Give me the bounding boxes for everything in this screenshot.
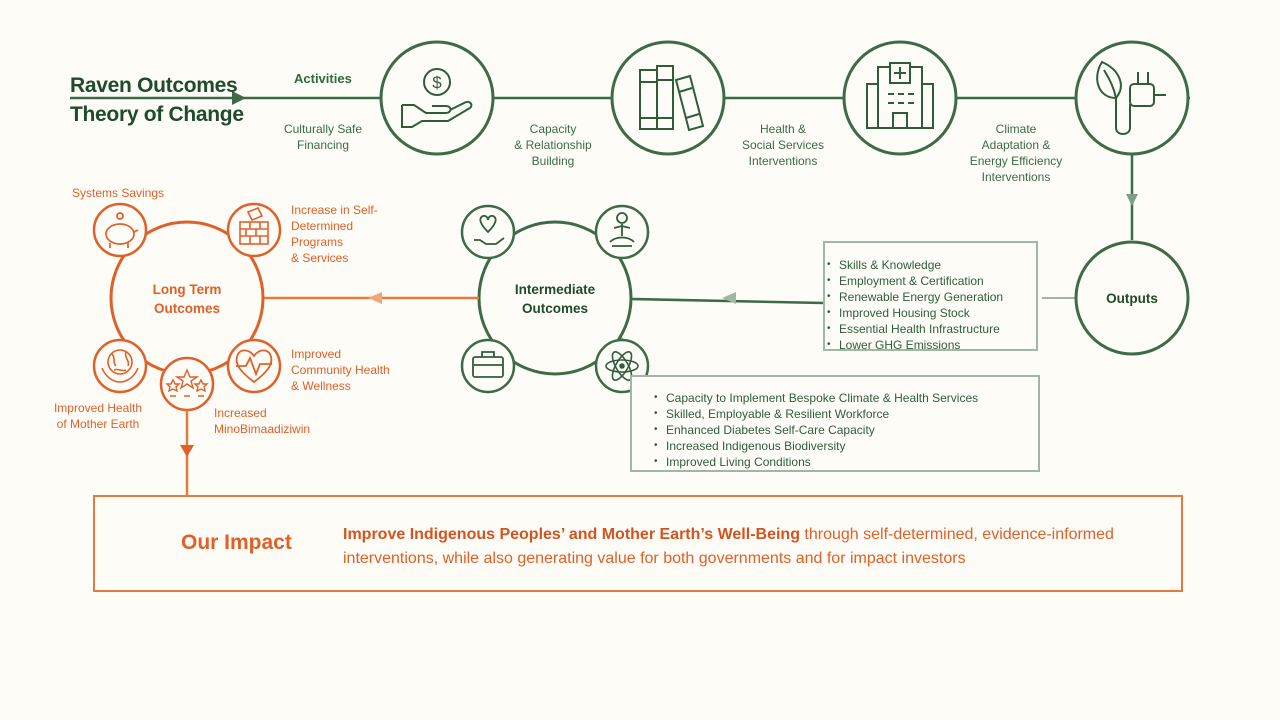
briefcase-icon bbox=[460, 338, 516, 394]
money-hand-icon: $ bbox=[401, 68, 473, 128]
activities-heading: Activities bbox=[294, 71, 352, 86]
heart-hand-icon bbox=[460, 204, 516, 260]
outputs-to-intermediate-line bbox=[631, 297, 825, 305]
intermediate-label: Intermediate Outcomes bbox=[514, 282, 596, 316]
impact-title: Our Impact bbox=[181, 531, 292, 554]
lt-label-self-determined: Increase in Self- Determined Programs & … bbox=[291, 203, 378, 265]
hospital-icon bbox=[866, 62, 934, 129]
outputs-item: Renewable Energy Generation bbox=[825, 289, 1036, 305]
lt-label-systems-savings: Systems Savings bbox=[72, 186, 165, 200]
activity-circle-financing: $ bbox=[379, 40, 495, 156]
activity-label-financing: Culturally Safe Financing bbox=[283, 122, 363, 152]
meditation-icon bbox=[594, 204, 650, 260]
impact-statement: Improve Indigenous Peoples’ and Mother E… bbox=[343, 523, 1163, 571]
outputs-item: Essential Health Infrastructure bbox=[825, 321, 1036, 337]
heartbeat-icon bbox=[226, 338, 282, 394]
outputs-list: Skills & Knowledge Employment & Certific… bbox=[823, 241, 1038, 353]
stars-people-icon bbox=[159, 356, 215, 412]
lt-label-mother-earth: Improved Health of Mother Earth bbox=[53, 401, 143, 431]
books-icon bbox=[639, 65, 705, 132]
outputs-item: Employment & Certification bbox=[825, 273, 1036, 289]
intermediate-item: Enhanced Diabetes Self-Care Capacity bbox=[652, 422, 1038, 438]
intermediate-item: Skilled, Employable & Resilient Workforc… bbox=[652, 406, 1038, 422]
activities-arrowhead bbox=[232, 91, 246, 105]
impact-bold-text: Improve Indigenous Peoples’ and Mother E… bbox=[343, 526, 800, 543]
outputs-item: Lower GHG Emissions bbox=[825, 337, 1036, 353]
left-arrowhead-green bbox=[722, 292, 736, 304]
svg-text:$: $ bbox=[432, 73, 442, 92]
piggy-bank-icon bbox=[92, 202, 148, 258]
impact-body-text: through self-determined, evidence-inform… bbox=[343, 526, 1114, 567]
intermediate-item: Improved Living Conditions bbox=[652, 454, 1038, 470]
brick-wall-icon bbox=[226, 202, 282, 258]
lt-label-community-health: Improved Community Health & Wellness bbox=[291, 347, 390, 393]
outputs-item: Skills & Knowledge bbox=[825, 257, 1036, 273]
down-arrowhead bbox=[1126, 194, 1138, 206]
activity-label-capacity: Capacity & Relationship Building bbox=[514, 122, 592, 168]
outputs-label: Outputs bbox=[1106, 291, 1158, 306]
page-title: Raven Outcomes Theory of Change bbox=[70, 74, 244, 126]
intermediate-item: Increased Indigenous Biodiversity bbox=[652, 438, 1038, 454]
long-term-label: Long Term Outcomes bbox=[152, 282, 222, 316]
activity-label-health: Health & Social Services Interventions bbox=[741, 122, 825, 168]
activity-label-climate: Climate Adaptation & Energy Efficiency I… bbox=[969, 122, 1063, 184]
intermediate-list: Capacity to Implement Bespoke Climate & … bbox=[630, 375, 1040, 472]
activity-circle-capacity bbox=[610, 40, 726, 156]
activity-circle-climate bbox=[1074, 40, 1190, 156]
outputs-item: Improved Housing Stock bbox=[825, 305, 1036, 321]
outputs-circle bbox=[1074, 240, 1190, 356]
down-arrowhead-orange bbox=[180, 445, 194, 457]
eco-plug-icon bbox=[1096, 60, 1166, 135]
impact-box bbox=[93, 495, 1183, 592]
lt-label-minobimaadiziwin: Increased MinoBimaadiziwin bbox=[214, 406, 311, 436]
earth-hands-icon bbox=[92, 338, 148, 394]
intermediate-item: Capacity to Implement Bespoke Climate & … bbox=[652, 390, 1038, 406]
left-arrowhead-orange bbox=[368, 292, 382, 304]
activity-circle-health bbox=[842, 40, 958, 156]
